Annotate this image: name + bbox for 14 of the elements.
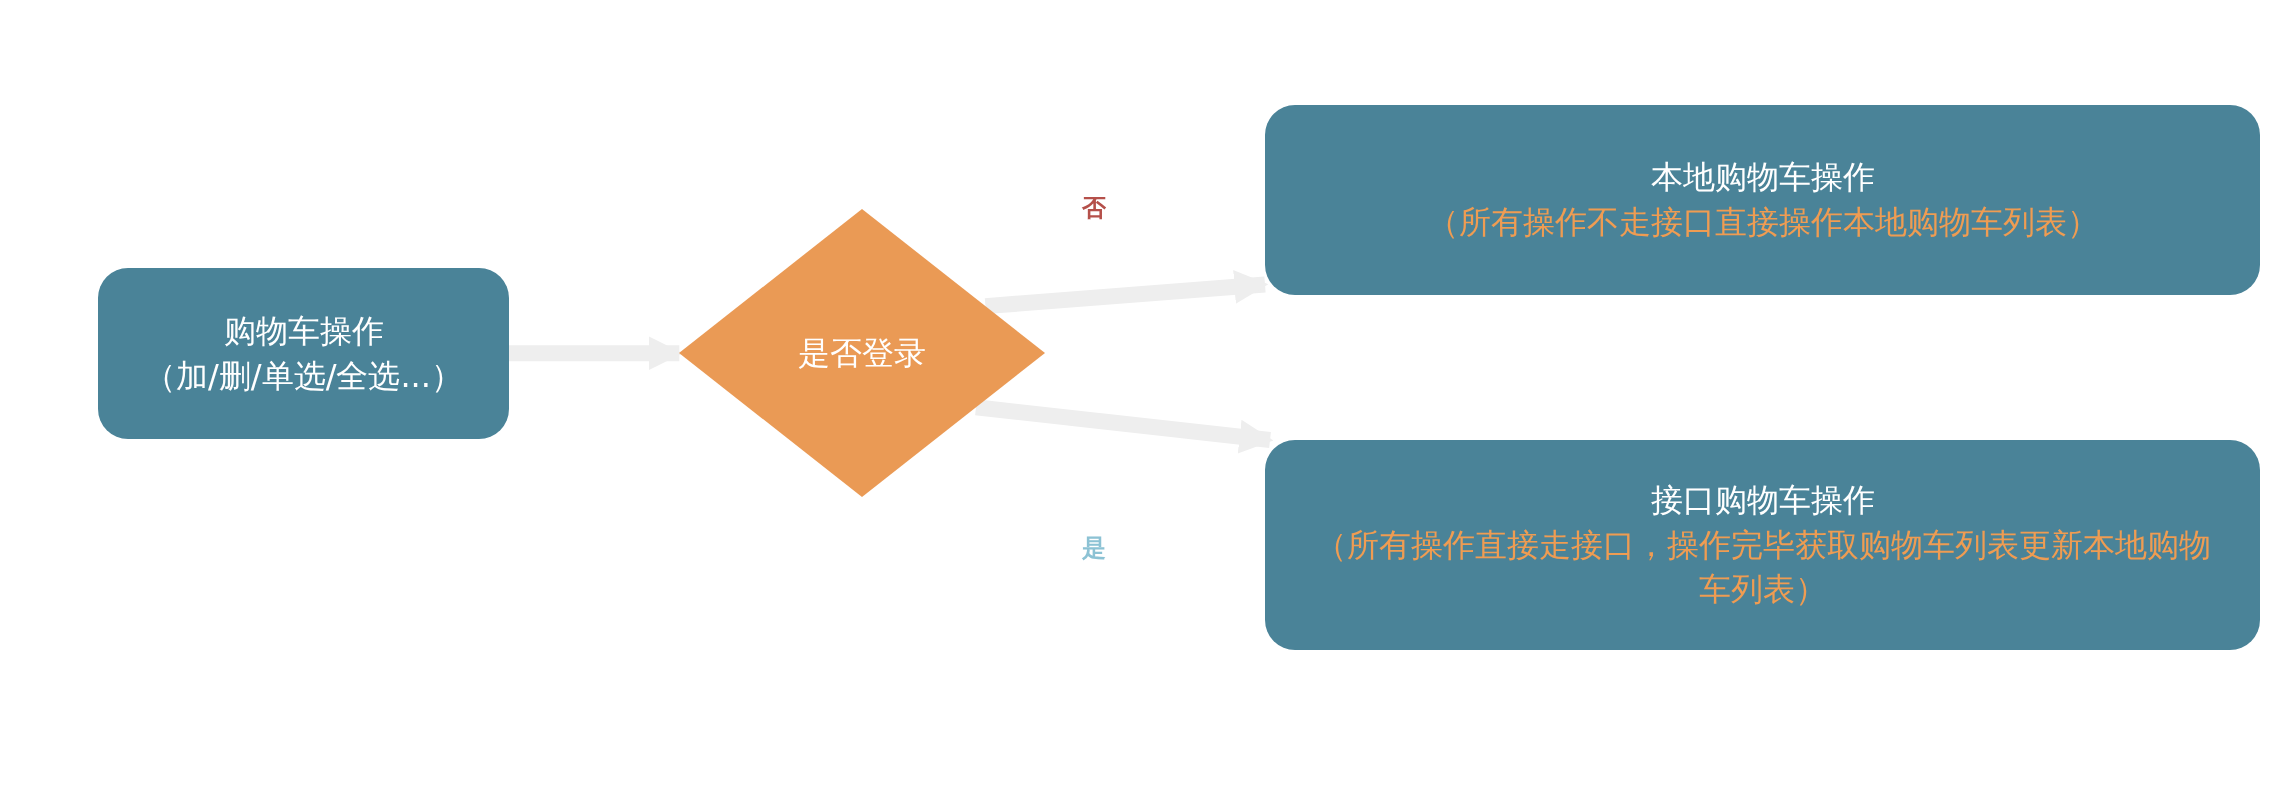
process-box	[98, 268, 509, 439]
box-title: 接口购物车操作	[1650, 479, 1875, 521]
box-description: （所有操作直接走接口，操作完毕获取购物车列表更新本地购物车列表）	[1313, 524, 2212, 611]
box-title: 购物车操作	[223, 310, 384, 352]
process-box	[1265, 440, 2260, 650]
process-box	[1265, 105, 2260, 295]
box-description: （所有操作不走接口直接操作本地购物车列表）	[1426, 202, 2099, 243]
box-title: 本地购物车操作	[1650, 157, 1875, 199]
box-description: （加/删/单选/全选...）	[144, 355, 463, 397]
box-title: 是否登录	[798, 332, 926, 374]
arrow	[975, 399, 1274, 454]
arrow	[984, 269, 1269, 315]
arrow	[509, 336, 683, 371]
decision-diamond	[679, 209, 1045, 497]
